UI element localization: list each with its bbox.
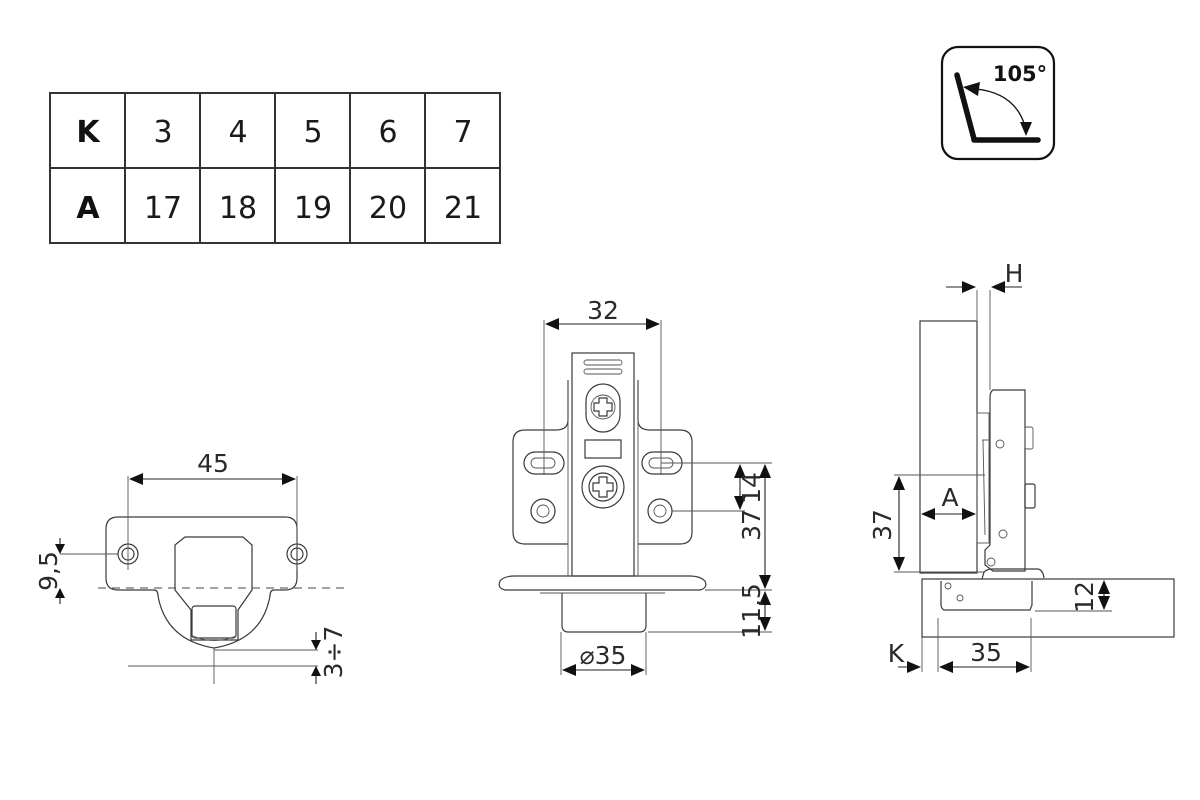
- dim-cup-depth-range: 3÷7: [319, 626, 348, 679]
- table-cell: 3: [153, 115, 172, 150]
- dim-cup-depth: 11,5: [737, 583, 766, 639]
- table-cell: 18: [219, 191, 257, 226]
- table-cell: 17: [144, 191, 182, 226]
- dim-side-cup-width: 35: [970, 638, 1002, 667]
- k-a-table: K 3 4 5 6 7 A 17 18 19 20 21: [49, 92, 501, 244]
- dim-hole-spacing: 45: [197, 449, 229, 478]
- angle-label: 105°: [993, 62, 1047, 86]
- side-view: H 37 A 12 K 35: [868, 259, 1175, 673]
- table-cell: 4: [228, 115, 247, 150]
- dim-hole-offset: 9,5: [34, 551, 63, 591]
- dim-side-height: 37: [868, 509, 897, 541]
- dim-mount-spacing: 32: [587, 296, 619, 325]
- table-cell: 7: [453, 115, 472, 150]
- dim-total-height: 37: [737, 509, 766, 541]
- dim-a: A: [941, 483, 958, 512]
- table-cell: 5: [303, 115, 322, 150]
- top-view: 32 14 37 11,5 ⌀35: [498, 296, 772, 676]
- dim-h: H: [1005, 259, 1024, 288]
- table-header-a: A: [76, 191, 100, 226]
- dim-cup-diameter: ⌀35: [580, 641, 627, 670]
- table-header-k: K: [76, 115, 101, 150]
- dim-side-cup-depth: 12: [1070, 581, 1099, 613]
- table-cell: 21: [444, 191, 482, 226]
- table-cell: 20: [369, 191, 407, 226]
- table-cell: 6: [378, 115, 397, 150]
- opening-angle-icon: 105°: [940, 45, 1056, 161]
- front-view: 45 9,5 3÷7: [34, 449, 350, 684]
- dim-hole-vertical: 14: [737, 472, 766, 504]
- dim-k: K: [888, 639, 905, 668]
- table-cell: 19: [294, 191, 332, 226]
